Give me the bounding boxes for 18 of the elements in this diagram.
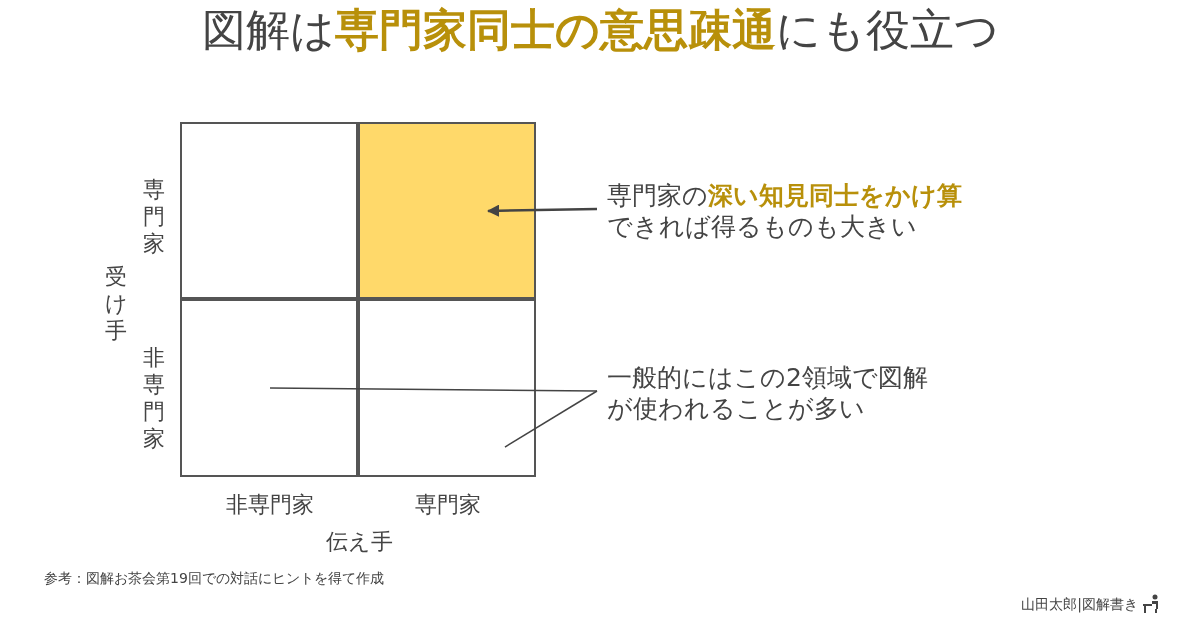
author-credit: 山田太郎|図解書き [1021, 596, 1138, 614]
axis-label: 非専門家 [142, 344, 166, 452]
callout-text: 一般的にはこの2領域で図解が使われることが多い [607, 362, 942, 424]
callout-text: 専門家の深い知見同士をかけ算できれば得るものも大きい [607, 180, 977, 242]
axis-title: 伝え手 [324, 528, 394, 556]
axis-label: 専門家 [142, 176, 166, 257]
axis-label: 非専門家 [225, 491, 315, 519]
matrix-cell [180, 299, 358, 477]
matrix-cell [358, 122, 536, 299]
title: 図解は専門家同士の意思疎通にも役立つ [200, 3, 1000, 57]
leader-line [269, 387, 598, 392]
matrix-cell [358, 299, 536, 477]
axis-label: 専門家 [414, 491, 482, 519]
leader-line [504, 390, 598, 448]
arrow [486, 204, 598, 217]
matrix-cell [180, 122, 358, 299]
source-note: 参考：図解お茶会第19回での対話にヒントを得て作成 [44, 570, 384, 588]
axis-title: 受け手 [104, 263, 128, 344]
